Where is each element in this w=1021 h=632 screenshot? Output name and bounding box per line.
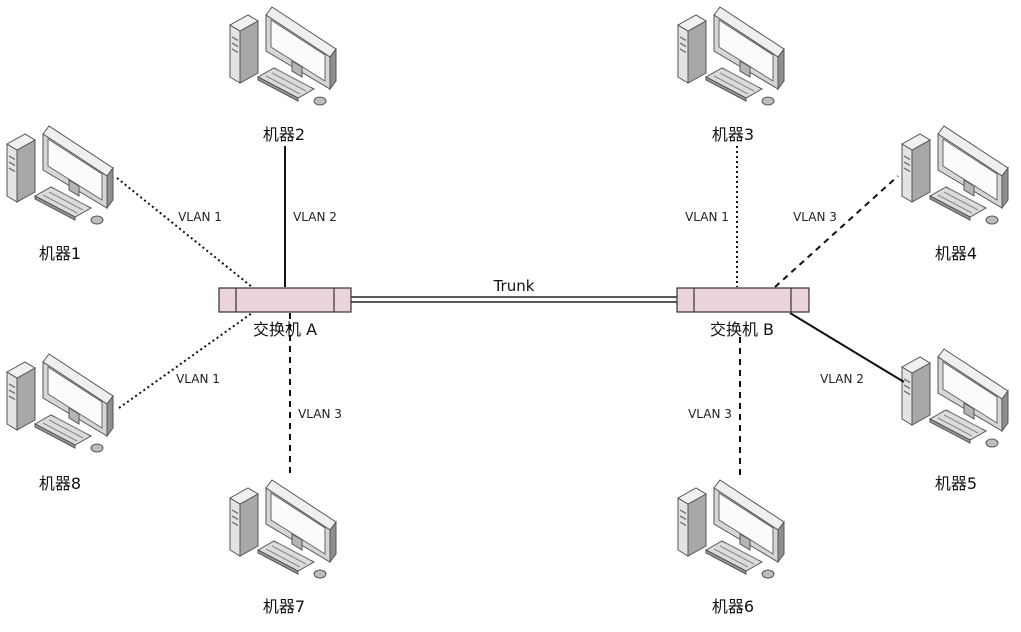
machine-1-label: 机器1 bbox=[38, 244, 82, 263]
vlan-label-a-m2: VLAN 2 bbox=[293, 210, 337, 224]
switch-a bbox=[218, 287, 352, 313]
desktop-computer-icon bbox=[6, 353, 114, 453]
switch-b bbox=[676, 287, 810, 313]
vlan-label-b-m3: VLAN 1 bbox=[685, 210, 729, 224]
machine-7-label: 机器7 bbox=[262, 597, 306, 616]
vlan-label-a-m8: VLAN 1 bbox=[176, 372, 220, 386]
machine-4-label: 机器4 bbox=[934, 244, 978, 263]
vlan-label-a-m7: VLAN 3 bbox=[298, 407, 342, 421]
link-b-m5 bbox=[789, 312, 905, 383]
switch-b-label: 交换机 B bbox=[709, 320, 775, 339]
trunk-label: Trunk bbox=[493, 277, 535, 295]
desktop-computer-icon bbox=[6, 125, 114, 225]
desktop-computer-icon bbox=[677, 6, 785, 106]
vlan-label-b-m5: VLAN 2 bbox=[820, 372, 864, 386]
link-b-m4 bbox=[774, 175, 899, 288]
machine-2-label: 机器2 bbox=[262, 125, 306, 144]
desktop-computer-icon bbox=[229, 479, 337, 579]
switch-a-label: 交换机 A bbox=[252, 320, 318, 339]
vlan-label-b-m4: VLAN 3 bbox=[793, 210, 837, 224]
vlan-label-b-m6: VLAN 3 bbox=[688, 407, 732, 421]
link-a-m1 bbox=[116, 177, 253, 288]
desktop-computer-icon bbox=[677, 479, 785, 579]
vlan-label-a-m1: VLAN 1 bbox=[178, 210, 222, 224]
desktop-computer-icon bbox=[901, 348, 1009, 448]
desktop-computer-icon bbox=[229, 6, 337, 106]
machine-3-label: 机器3 bbox=[711, 125, 755, 144]
desktop-computer-icon bbox=[901, 125, 1009, 225]
machine-6-label: 机器6 bbox=[711, 597, 755, 616]
machine-8-label: 机器8 bbox=[38, 474, 82, 493]
link-a-m8 bbox=[118, 312, 253, 409]
machine-5-label: 机器5 bbox=[934, 474, 978, 493]
